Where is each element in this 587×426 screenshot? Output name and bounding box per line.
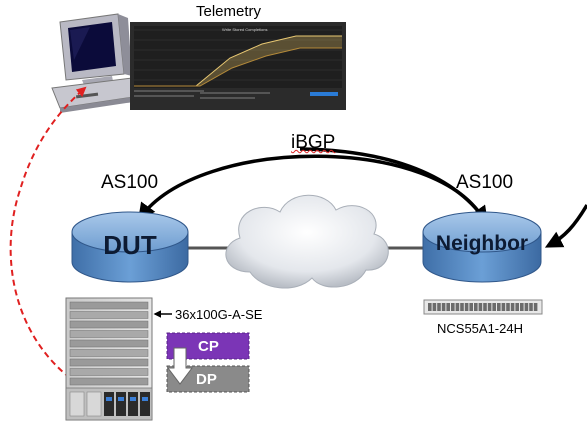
neighbor-as-label: AS100 [456,172,514,193]
switch-port [446,303,450,311]
computer-icon [51,13,141,113]
chassis-line-card [69,368,149,376]
switch-port [460,303,464,311]
switch-port [478,303,483,311]
switch-port [451,303,455,311]
chassis-line-card [69,377,149,386]
protocol-label: iBGP [291,132,336,153]
dut-router-icon [71,211,189,283]
switch-port [464,303,469,311]
neighbor-label: Neighbor [435,232,529,255]
switch-port [455,303,460,311]
switch-port [520,303,524,311]
dut-label: DUT [103,230,157,260]
control-plane-label: CP [198,338,219,355]
switch-port [441,303,446,311]
cp-to-dp-arrow [167,347,193,385]
switch-port [515,303,519,311]
switch-port [428,303,432,311]
switch-port [533,303,538,311]
dut-chassis-icon [65,297,153,421]
neighbor-device-icon [423,299,543,315]
switch-port [483,303,487,311]
chassis-line-card [69,320,149,329]
external-arrow [544,204,587,248]
telemetry-label: Telemetry [196,3,262,20]
card-label: 36x100G-A-SE [175,307,263,322]
data-plane-label: DP [196,371,217,388]
network-cloud-icon [225,194,389,289]
switch-port [529,303,533,311]
chassis-line-card [69,358,149,367]
neighbor-model-label: NCS55A1-24H [437,321,523,336]
telemetry-feed-arrow [9,86,87,379]
switch-port [487,303,492,311]
switch-port [469,303,473,311]
chassis-line-card [69,339,149,348]
switch-port [497,303,501,311]
chassis-line-card [69,301,149,310]
chassis-line-card [69,330,149,338]
chassis-line-card [69,311,149,319]
neighbor-router-icon [422,211,542,283]
ibgp-arrowhead-neighbor [299,147,489,224]
switch-port [524,303,529,311]
switch-port [437,303,441,311]
telemetry-chart-title: Write Stored Completions [222,27,268,32]
switch-port [506,303,510,311]
switch-port [501,303,506,311]
switch-port [432,303,437,311]
chassis-line-card [69,349,149,357]
telemetry-dashboard [130,22,346,110]
switch-port [492,303,496,311]
dut-as-label: AS100 [101,172,159,193]
switch-port [510,303,515,311]
switch-port [474,303,478,311]
